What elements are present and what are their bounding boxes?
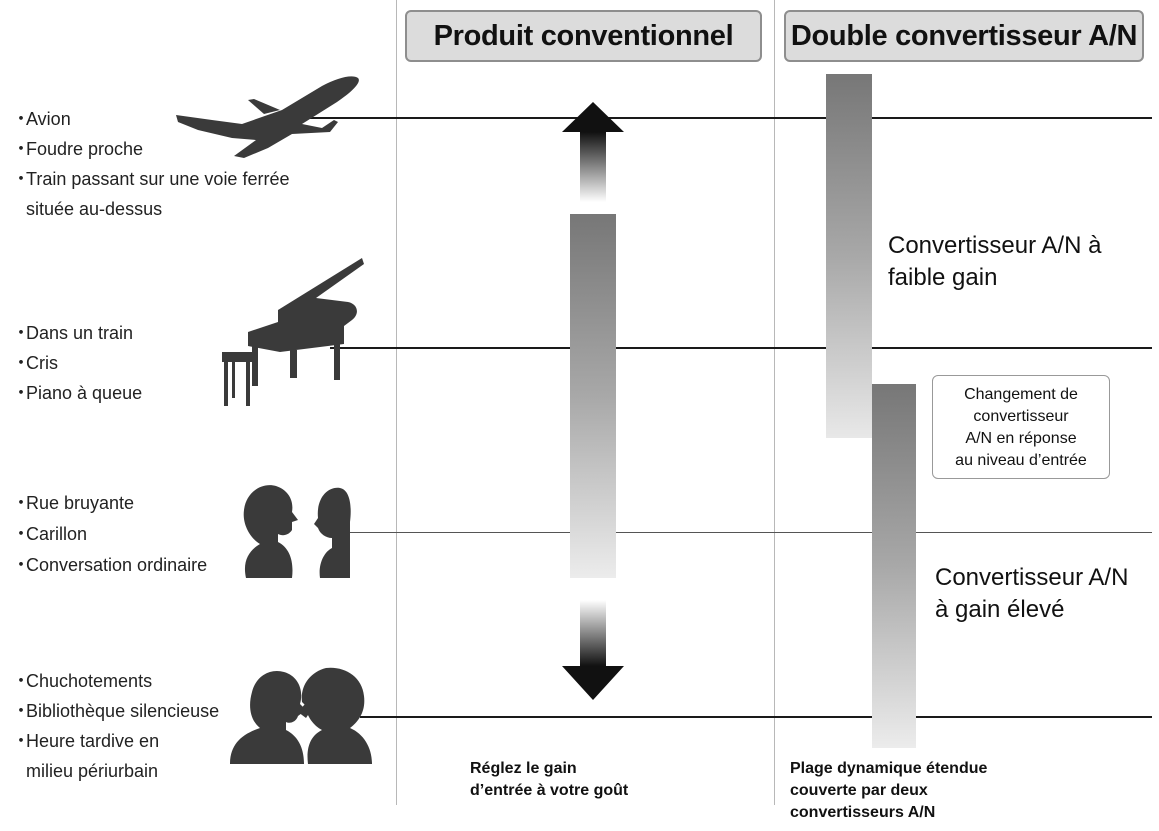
list-item-continuation: milieu périurbain — [26, 761, 159, 781]
list-item: ・Avion — [12, 109, 71, 129]
bullet-group-medium: ・Rue bruyante ・Carillon ・Conversation or… — [12, 488, 207, 581]
list-item: ・Piano à queue — [12, 383, 143, 403]
bullet-group-medium-loud: ・Dans un train ・Cris ・Piano à queue — [12, 318, 142, 408]
level-line-medium-loud — [330, 347, 1152, 349]
level-line-quiet — [360, 716, 1152, 718]
two-people-whispering-icon — [230, 667, 372, 764]
header-conventional: Produit conventionnel — [405, 10, 762, 62]
level-line-medium — [350, 532, 1152, 533]
list-item-continuation: située au-dessus — [26, 199, 163, 219]
column-divider-right — [774, 0, 775, 805]
airplane-icon — [176, 76, 359, 158]
list-item: ・Cris — [12, 353, 58, 373]
conventional-note: Réglez le gain d’entrée à votre goût — [470, 760, 629, 799]
low-gain-adc-bar — [826, 74, 872, 438]
down-arrow-icon — [562, 600, 624, 700]
list-item: ・Conversation ordinaire — [12, 555, 208, 575]
high-gain-adc-bar — [872, 384, 916, 748]
list-item: ・Foudre proche — [12, 139, 144, 159]
up-arrow-icon — [562, 102, 624, 202]
header-dual: Double convertisseur A/N — [784, 10, 1144, 62]
grand-piano-icon — [222, 258, 364, 406]
bullet-group-quiet: ・Chuchotements ・Bibliothèque silencieuse… — [12, 666, 219, 786]
list-item: ・Heure tardive en — [12, 731, 160, 751]
dual-note: Plage dynamique étendue couverte par deu… — [790, 760, 988, 821]
list-item: ・Chuchotements — [12, 671, 153, 691]
low-gain-label: Convertisseur A/N à faible gain — [888, 232, 1102, 291]
list-item: ・Carillon — [12, 524, 88, 544]
bullet-group-loud: ・Avion ・Foudre proche ・Train passant sur… — [12, 104, 289, 224]
list-item: ・Bibliothèque silencieuse — [12, 701, 220, 721]
conventional-range-bar — [570, 214, 616, 578]
two-people-talking-icon — [243, 485, 351, 578]
list-item: ・Rue bruyante — [12, 493, 135, 513]
level-line-loud — [290, 117, 1152, 119]
column-divider-left — [396, 0, 397, 805]
switching-callout: Changement de convertisseur A/N en répon… — [932, 375, 1110, 479]
list-item: ・Dans un train — [12, 323, 134, 343]
list-item: ・Train passant sur une voie ferrée — [12, 169, 290, 189]
high-gain-label: Convertisseur A/N à gain élevé — [935, 564, 1129, 623]
